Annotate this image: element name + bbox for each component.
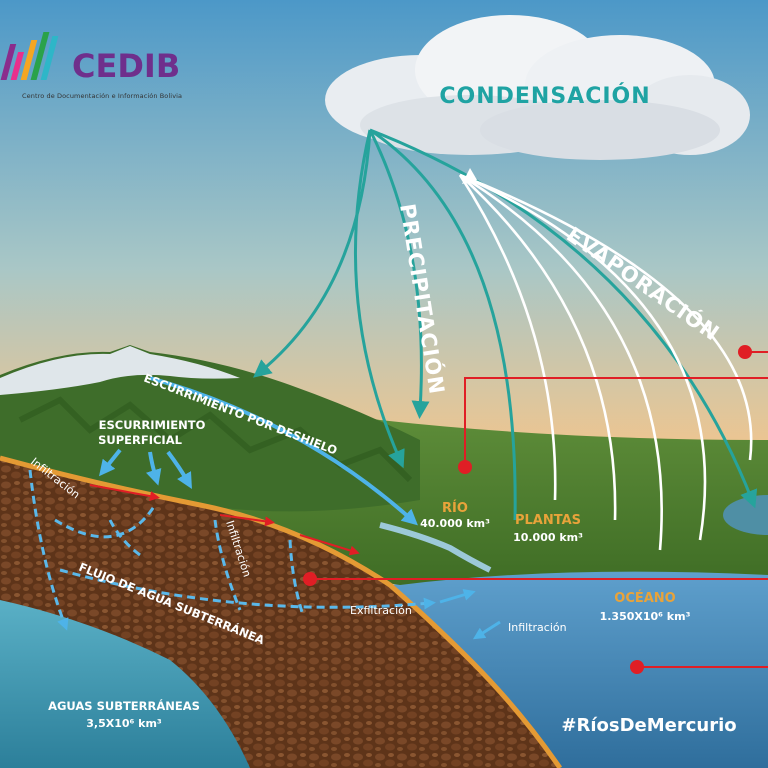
- surface-runoff-arrows: [99, 448, 192, 489]
- subsurface-flow-arrows: [89, 484, 360, 556]
- evaporation-arrows: [458, 173, 753, 551]
- label-plants-name: PLANTAS: [515, 513, 581, 528]
- label-ocean-volume: 1.350X10⁶ km³: [600, 610, 691, 623]
- label-river-name: RÍO: [442, 500, 468, 516]
- soil-surface-edge: [0, 455, 563, 768]
- precipitation-arrows: [253, 128, 758, 521]
- cedib-logo-subtitle: Centro de Documentación e Información Bo…: [22, 92, 183, 100]
- cloud: [325, 15, 750, 160]
- infiltration-dashed-lines: [28, 469, 436, 631]
- label-infiltration-ocean: Infiltración: [508, 621, 567, 634]
- hashtag: #RíosDeMercurio: [561, 715, 736, 736]
- exfiltration-arrow: [439, 588, 476, 604]
- red-markers: [310, 351, 768, 668]
- river: [379, 522, 492, 573]
- label-surface-runoff-1: ESCURRIMIENTO: [99, 418, 206, 432]
- label-groundwater-volume: 3,5X10⁶ km³: [86, 717, 162, 730]
- marker-ocean: [630, 660, 644, 674]
- label-river-volume: 40.000 km³: [420, 517, 490, 530]
- evaporation-arrowhead: [462, 168, 477, 184]
- label-surface-runoff-2: SUPERFICIAL: [98, 433, 183, 447]
- marker-river: [458, 460, 472, 474]
- aquifer: [0, 600, 250, 768]
- label-ocean-name: OCÉANO: [614, 590, 675, 606]
- snowmelt-runoff-arrow: [149, 376, 418, 526]
- label-condensation: CONDENSACIÓN: [439, 83, 650, 109]
- label-groundwater-name: AGUAS SUBTERRÁNEAS: [48, 698, 200, 713]
- marker-groundwater: [303, 572, 317, 586]
- ocean: [390, 569, 768, 768]
- cedib-logo-icon: [0, 32, 59, 80]
- cedib-logo-text: CEDIB: [72, 47, 180, 85]
- ocean-infiltration-arrow: [472, 620, 501, 640]
- label-plants-volume: 10.000 km³: [513, 531, 583, 544]
- marker-evaporation: [738, 345, 752, 359]
- label-exfiltration: Exfiltración: [350, 604, 412, 617]
